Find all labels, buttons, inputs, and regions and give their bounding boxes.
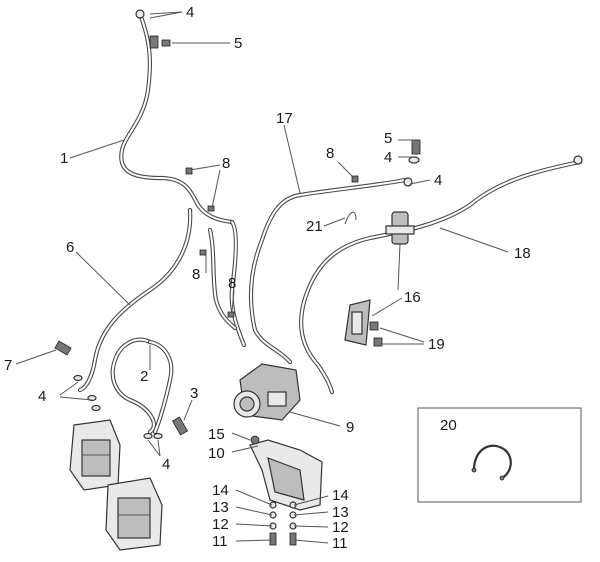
callout-label: 3 [190, 385, 198, 402]
retaining-clip [472, 444, 512, 479]
hose-clip [185, 167, 193, 175]
callout-label: 19 [428, 336, 445, 353]
callout-label: 7 [4, 357, 12, 374]
washer [153, 432, 163, 440]
callout-label: 1 [60, 150, 68, 167]
abs-control-unit [344, 299, 383, 347]
banjo-fitting-right [573, 155, 583, 165]
callout-label: 11 [332, 535, 348, 552]
sensor-bolt [171, 416, 189, 436]
brake-caliper-left [69, 419, 121, 491]
bleed-bolt [161, 39, 171, 47]
callout-label: 2 [140, 368, 148, 385]
abs-modulator [233, 363, 301, 421]
callout-label: 4 [162, 456, 170, 473]
hose-fitting [149, 35, 159, 49]
callout-label: 11 [212, 533, 228, 550]
hose-clip [227, 311, 235, 318]
callout-label: 17 [276, 110, 293, 127]
banjo-bolt [411, 139, 421, 155]
banjo-fitting-top [135, 9, 145, 19]
copper-washer [408, 156, 420, 164]
callout-label: 15 [208, 426, 225, 443]
abs-bracket [249, 435, 323, 511]
retaining-clip [344, 211, 357, 225]
callout-label: 20 [440, 417, 457, 434]
leader-lines [15, 11, 509, 544]
callout-label: 10 [208, 445, 225, 462]
callout-label: 14 [212, 482, 229, 499]
callout-label: 4 [434, 172, 442, 189]
callout-label: 18 [514, 245, 531, 262]
callout-label: 12 [332, 519, 349, 536]
washer [143, 432, 153, 440]
hose-clip [351, 175, 359, 183]
callout-label: 14 [332, 487, 349, 504]
brake-caliper-right [105, 477, 163, 551]
bleed-valve [54, 340, 72, 356]
callout-label: 8 [192, 266, 200, 283]
hose-clip [207, 205, 215, 212]
callout-labels: 4 5 1 8 17 5 8 4 4 21 6 8 8 18 16 7 19 2… [4, 4, 531, 552]
hose-clip [199, 249, 207, 256]
callout-label: 16 [404, 289, 421, 306]
wheel-speed-sensor [385, 211, 415, 291]
callout-label: 8 [222, 155, 230, 172]
callout-label: 5 [384, 130, 392, 147]
callout-label: 8 [228, 275, 236, 292]
callout-label: 21 [306, 218, 323, 235]
callout-label: 4 [384, 149, 392, 166]
washer [87, 394, 97, 402]
washer [91, 404, 101, 412]
callout-label: 4 [186, 4, 194, 21]
washer [73, 374, 83, 382]
callout-label: 5 [234, 35, 242, 52]
inset-box [417, 407, 582, 503]
o-ring [403, 177, 413, 187]
callout-label: 4 [38, 388, 46, 405]
callout-label: 8 [326, 145, 334, 162]
bolt-stack-left [269, 501, 277, 546]
callout-label: 9 [346, 419, 354, 436]
brake-hoses [77, 11, 583, 435]
callout-label: 13 [332, 504, 349, 521]
callout-label: 13 [212, 499, 229, 516]
callout-label: 6 [66, 239, 74, 256]
fittings [54, 9, 583, 440]
callout-label: 12 [212, 516, 229, 533]
